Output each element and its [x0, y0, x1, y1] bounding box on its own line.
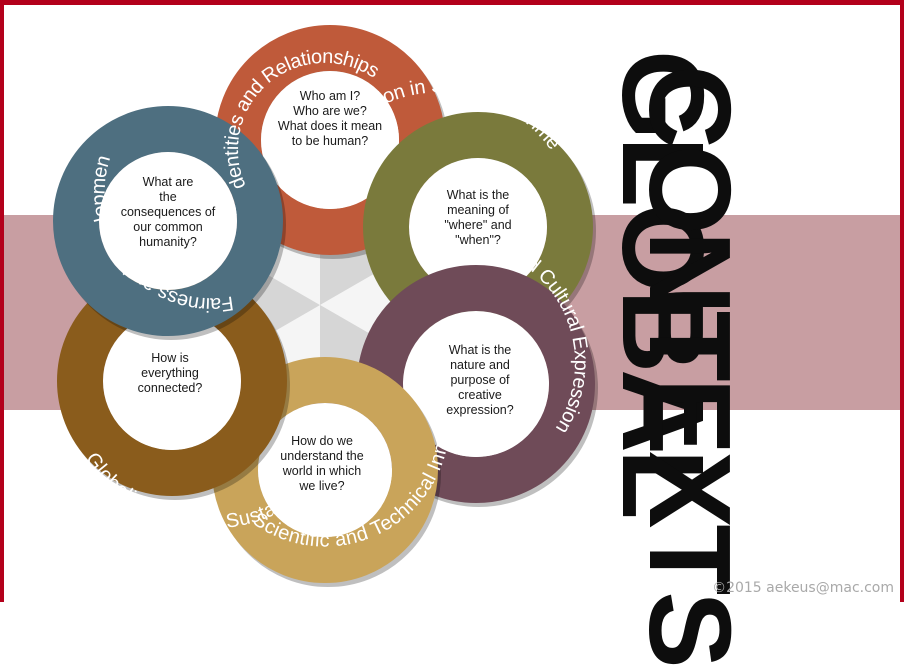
question-line: "where" and: [444, 218, 511, 232]
question-line: our common: [133, 220, 203, 234]
title-contexts: CONTEXTS: [632, 65, 748, 545]
question-line: connected?: [138, 381, 203, 395]
question-line: everything: [141, 366, 199, 380]
question-line: What are: [143, 175, 194, 189]
question-line: world in which: [282, 464, 362, 478]
question-line: What is the: [447, 188, 510, 202]
question-line: we live?: [298, 479, 344, 493]
question-line: What does it mean: [278, 119, 382, 133]
question-line: Who am I?: [300, 89, 360, 103]
question-line: the: [159, 190, 176, 204]
question-line: purpose of: [450, 373, 510, 387]
question-line: meaning of: [447, 203, 509, 217]
contexts-diagram: Identities and RelationshipsOrientation …: [0, 0, 904, 602]
question-line: What is the: [449, 343, 512, 357]
credit: ©2015 aekeus@mac.com: [712, 580, 894, 596]
question-line: creative: [458, 388, 502, 402]
question-line: "when"?: [455, 233, 501, 247]
question-line: humanity?: [139, 235, 197, 249]
question-line: expression?: [446, 403, 513, 417]
question-line: Who are we?: [293, 104, 367, 118]
question-line: How do we: [291, 434, 353, 448]
question-line: understand the: [280, 449, 363, 463]
question-line: How is: [151, 351, 189, 365]
question-line: to be human?: [292, 134, 368, 148]
question-line: nature and: [450, 358, 510, 372]
question-line: consequences of: [121, 205, 216, 219]
